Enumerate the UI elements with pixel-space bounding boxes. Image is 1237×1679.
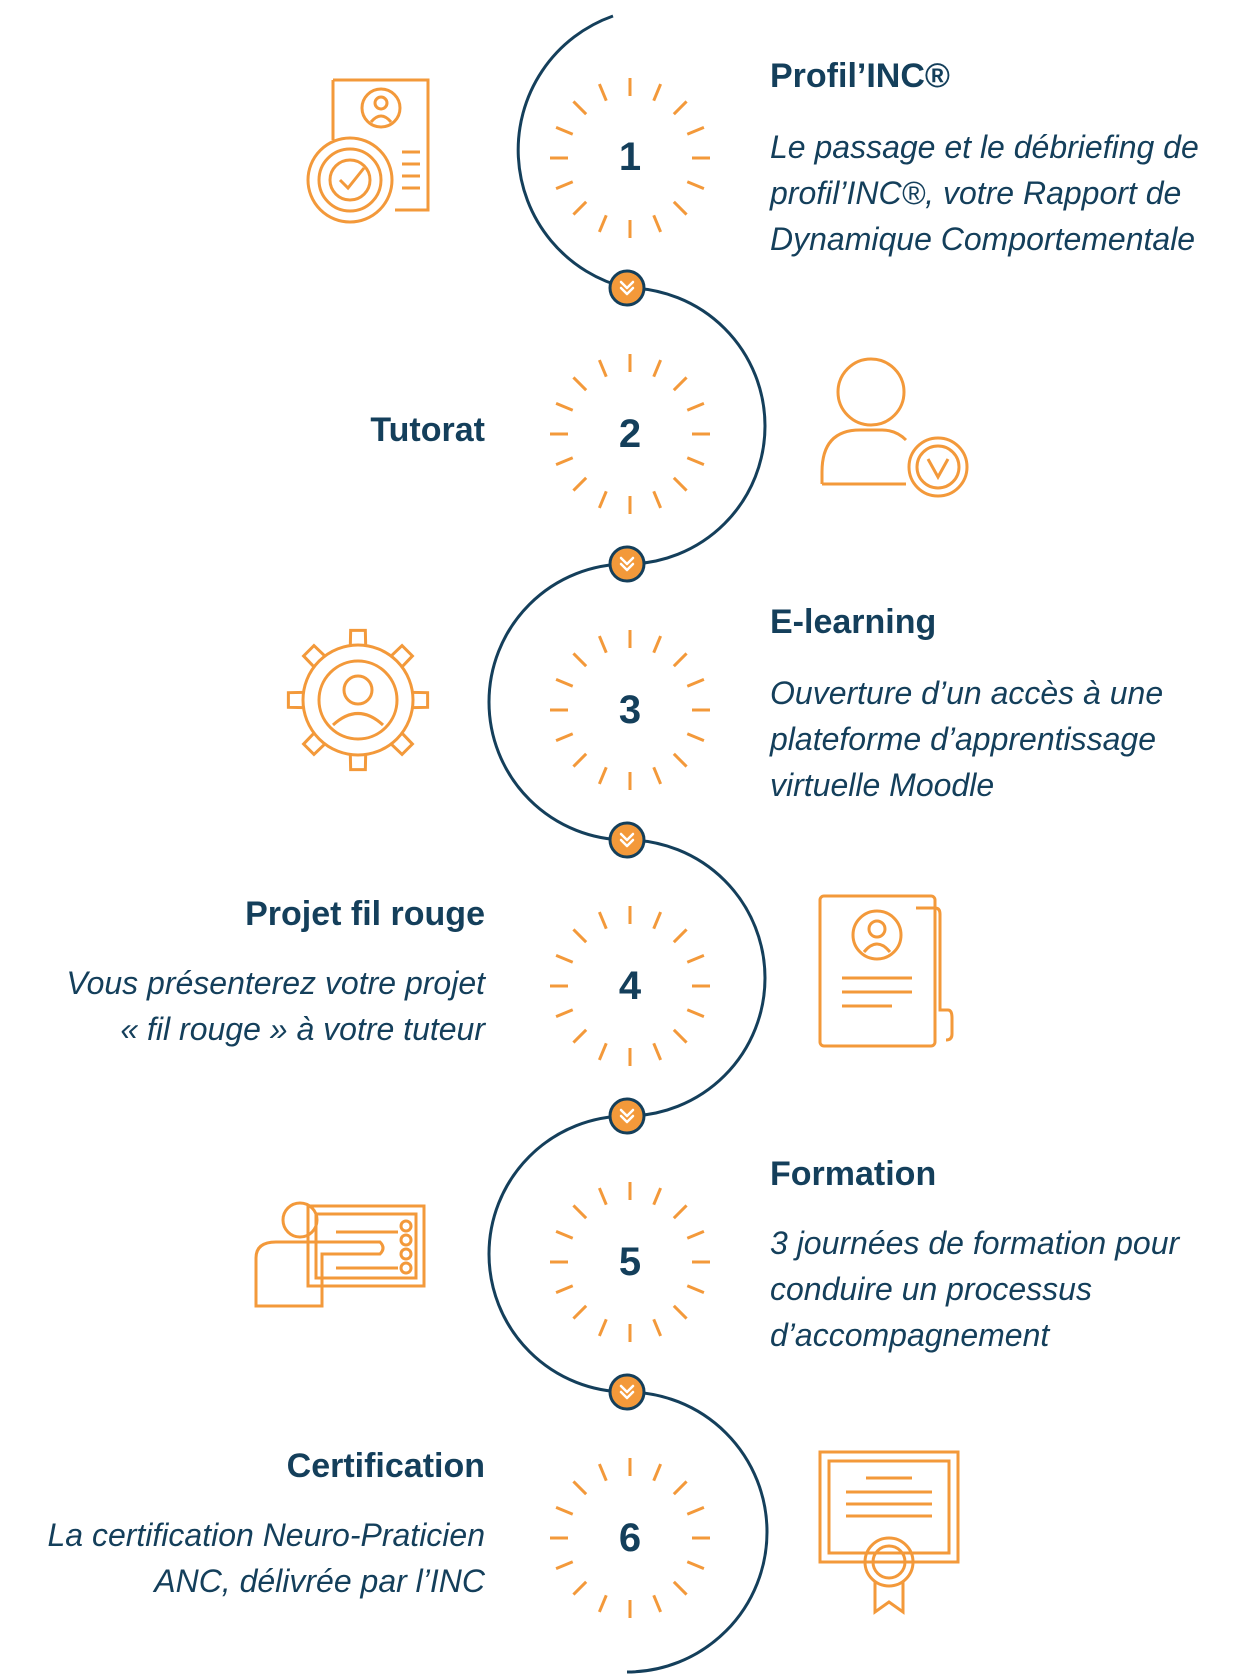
certificate-icon <box>818 1450 960 1615</box>
step-number-4: 4 <box>618 964 642 1008</box>
profile-report-check-icon <box>306 78 430 224</box>
step-title-3: E-learning <box>770 603 937 641</box>
step-number-5: 5 <box>618 1240 642 1284</box>
chevron-down-icon <box>608 269 646 307</box>
step-description-4: Vous présenterez votre projet « fil roug… <box>66 965 485 1047</box>
step-title-5: Formation <box>770 1155 937 1193</box>
gear-user-icon <box>286 628 430 772</box>
step-title-4: Projet fil rouge <box>245 895 485 933</box>
chevron-down-icon <box>608 821 646 859</box>
step-title-6: Certification <box>286 1447 485 1485</box>
sunburst-4 <box>550 906 710 1066</box>
step-description-5: 3 journées de formation pour conduire un… <box>770 1225 1180 1353</box>
step-number-1: 1 <box>618 135 642 179</box>
sunburst-1 <box>550 78 710 238</box>
sunburst-6 <box>550 1458 710 1618</box>
sunburst-2 <box>550 354 710 514</box>
step-description-1: Le passage et le débriefing de profil’IN… <box>770 129 1199 257</box>
step-number-6: 6 <box>618 1516 642 1560</box>
step-description-3: Ouverture d’un accès à une plateforme d’… <box>770 675 1164 803</box>
profile-folder-icon <box>818 894 954 1048</box>
chevron-down-icon <box>608 545 646 583</box>
chevron-down-icon <box>608 1097 646 1135</box>
step-number-2: 2 <box>618 412 642 456</box>
presentation-board-icon <box>254 1201 426 1308</box>
user-check-icon <box>820 357 969 498</box>
step-title-2: Tutorat <box>370 411 485 449</box>
chevron-down-icon <box>608 1373 646 1411</box>
step-title-1: Profil’INC® <box>770 57 950 95</box>
sunburst-5 <box>550 1182 710 1342</box>
step-number-3: 3 <box>618 688 642 732</box>
step-description-6: La certification Neuro-Praticien ANC, dé… <box>47 1517 485 1599</box>
sunburst-3 <box>550 630 710 790</box>
